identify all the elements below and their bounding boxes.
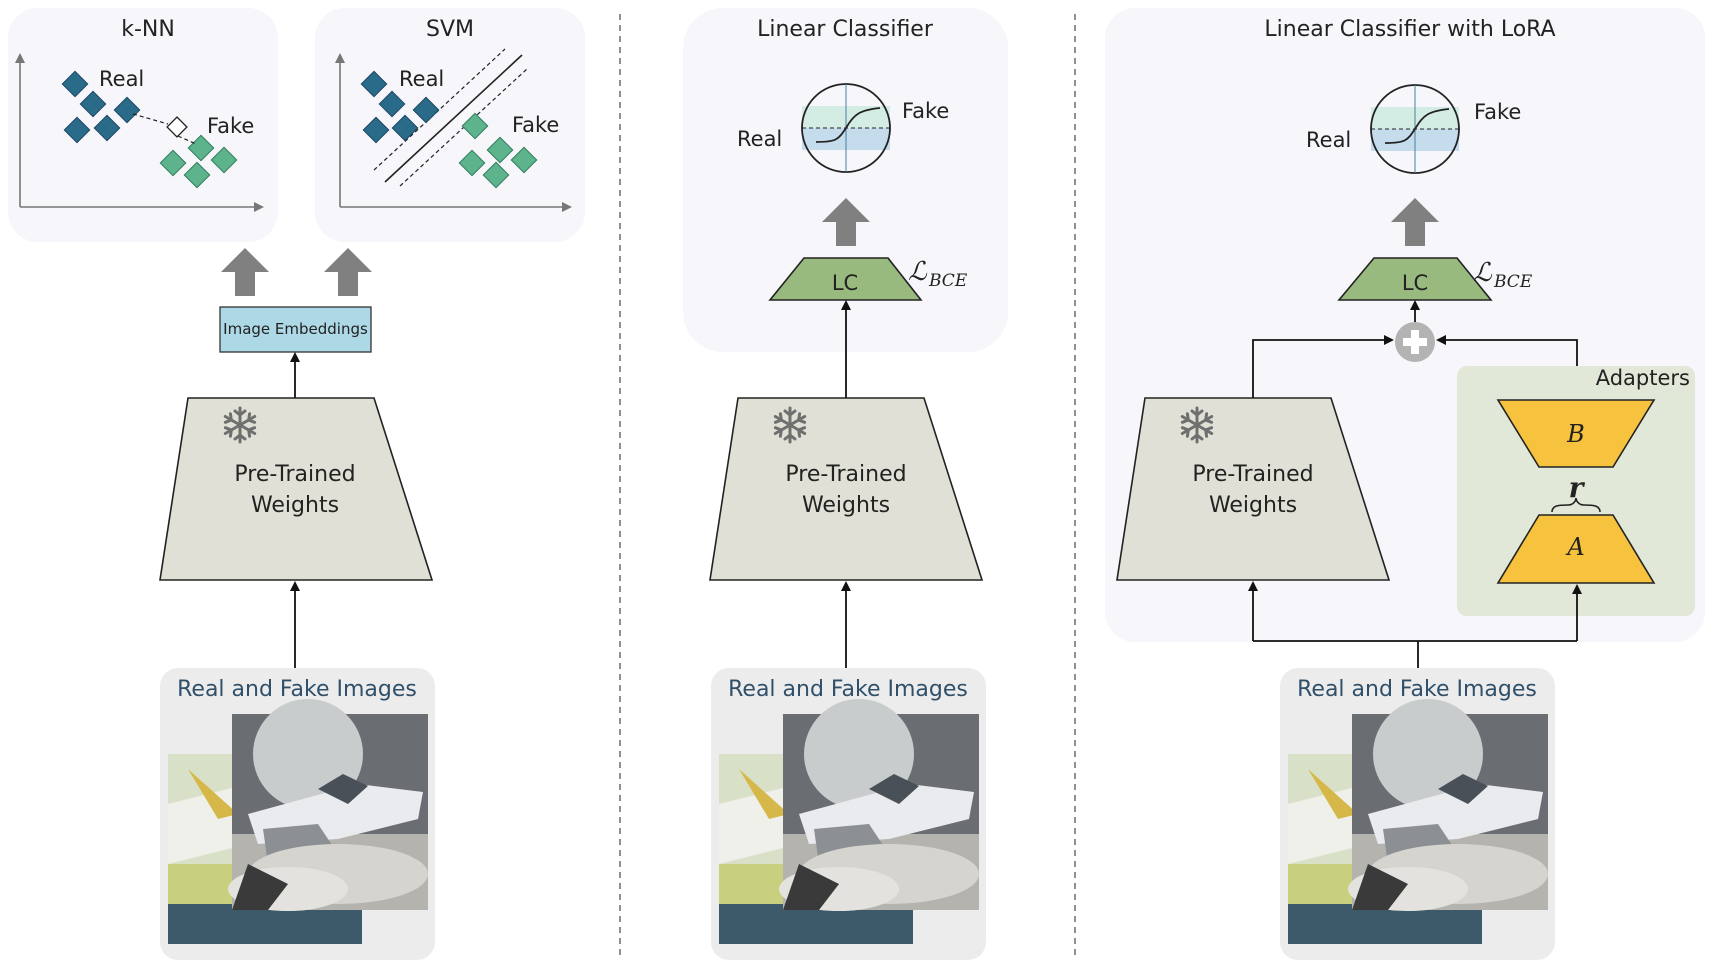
backbone-label-line1: Pre-Trained (785, 462, 906, 487)
knn-plot-panel: k-NN Real Fake (8, 8, 278, 242)
adapter-b-block: B (1496, 399, 1656, 468)
knn-title: k-NN (121, 17, 175, 42)
input-images-label: Real and Fake Images (177, 677, 417, 702)
backbone-block: Pre-Trained Weights (159, 397, 434, 581)
lc-block: LC (768, 257, 923, 301)
adapter-a-block: A (1496, 514, 1656, 584)
knn-real-label: Real (99, 67, 144, 91)
backbone-label-line1: Pre-Trained (234, 462, 355, 487)
lora-real-label: Real (1306, 128, 1351, 152)
thick-up-arrow-icon (324, 248, 372, 296)
lora-panel-title: Linear Classifier with LoRA (1264, 17, 1555, 42)
backbone-label-line2: Weights (1209, 493, 1297, 518)
lc-block-label: LC (1402, 271, 1428, 295)
lc-panel-title: Linear Classifier (757, 17, 934, 42)
knn-fake-label: Fake (207, 114, 254, 138)
input-images-card: Real and Fake Images (160, 668, 435, 960)
svm-hyperplane (384, 54, 523, 183)
input-images-label: Real and Fake Images (1297, 677, 1537, 702)
adapters-region: Adapters B r A (1457, 366, 1695, 616)
svg-text:ℒ: ℒ (908, 257, 928, 287)
input-images-card: Real and Fake Images (1280, 668, 1555, 960)
lc-fake-label: Fake (902, 99, 949, 123)
lc-block: LC (1337, 257, 1493, 301)
adapters-label: Adapters (1596, 366, 1690, 390)
svg-text:ℒ: ℒ (1473, 258, 1493, 288)
sigmoid-plot-icon (1370, 84, 1460, 174)
plus-circle-icon (1395, 322, 1435, 362)
svm-plot-panel: SVM Real Fake (315, 8, 585, 242)
svm-real-label: Real (399, 67, 444, 91)
image-embeddings-label: Image Embeddings (223, 320, 368, 338)
linear-classifier-panel: Linear Classifier Real Fake LC ℒ BCE (683, 8, 1008, 352)
lc-block-label: LC (832, 271, 858, 295)
svm-margin (373, 48, 506, 171)
svg-text:BCE: BCE (928, 271, 968, 291)
sigmoid-plot-icon (801, 83, 891, 173)
image-embeddings-box: Image Embeddings (219, 306, 372, 353)
rank-label: r (1569, 471, 1586, 504)
svm-fake-label: Fake (512, 113, 559, 137)
thick-up-arrow-icon (221, 248, 269, 296)
svm-title: SVM (426, 17, 474, 42)
backbone-label-line2: Weights (802, 493, 890, 518)
rank-brace (1551, 497, 1601, 513)
input-images-label: Real and Fake Images (728, 677, 968, 702)
backbone-block: Pre-Trained Weights (709, 397, 984, 581)
lc-real-label: Real (737, 127, 782, 151)
adapter-a-label: A (1565, 533, 1584, 561)
input-images-card: Real and Fake Images (711, 668, 986, 960)
knn-query-point (166, 116, 188, 138)
loss-label: ℒ BCE (1473, 258, 1533, 292)
backbone-block: Pre-Trained Weights (1116, 397, 1391, 581)
backbone-label-line1: Pre-Trained (1192, 462, 1313, 487)
adapter-b-label: B (1566, 420, 1585, 448)
backbone-label-line2: Weights (251, 493, 339, 518)
loss-label: ℒ BCE (908, 257, 968, 291)
lora-fake-label: Fake (1474, 100, 1521, 124)
svg-text:BCE: BCE (1493, 272, 1533, 292)
